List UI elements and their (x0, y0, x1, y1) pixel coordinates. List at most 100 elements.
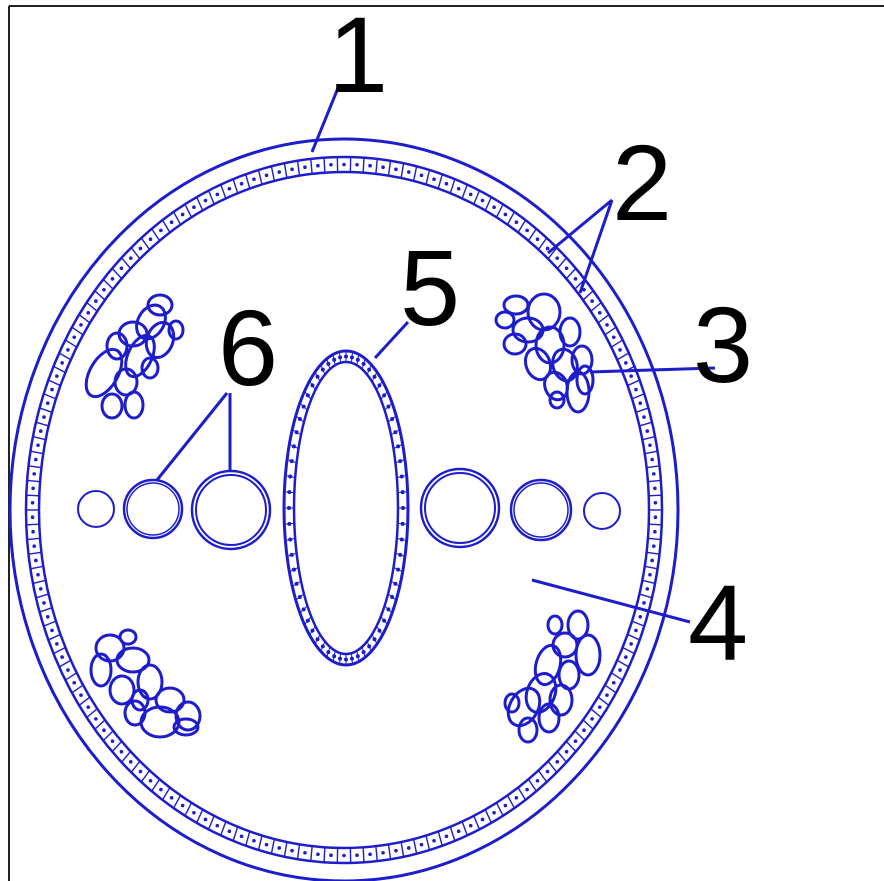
cavity-cell-wall (284, 492, 294, 493)
cavity-cell-wall (351, 352, 352, 363)
cell-wall (605, 327, 616, 335)
cell-nucleus (72, 681, 76, 685)
cell-nucleus (355, 853, 359, 857)
cell-nucleus (316, 164, 320, 168)
cell-nucleus (407, 846, 411, 850)
cell-wall (414, 166, 417, 181)
cell-wall (33, 437, 46, 440)
cell-wall (122, 258, 131, 269)
cavity-cell-wall (310, 381, 316, 390)
cell-nucleus (290, 168, 294, 172)
cell-nucleus (648, 573, 652, 577)
cell-wall (36, 594, 49, 598)
cell-wall (507, 795, 514, 808)
cluster-cell (96, 635, 124, 661)
cell-nucleus (492, 811, 496, 815)
cell-nucleus (290, 849, 294, 853)
cell-nucleus (86, 311, 90, 315)
cell-wall (131, 761, 140, 772)
cell-nucleus (120, 750, 124, 754)
leader-line-6a (157, 393, 227, 480)
cell-nucleus (368, 852, 372, 856)
cell-nucleus (39, 587, 43, 591)
outer-ring (10, 139, 678, 881)
cell-nucleus (50, 629, 54, 633)
inner-ring-outer-edge (26, 157, 662, 863)
cell-nucleus (39, 429, 43, 433)
cavity-cell-wall (398, 492, 408, 493)
cell-wall (233, 179, 238, 193)
cell-nucleus (252, 177, 256, 181)
cell-wall (636, 408, 648, 412)
cell-wall (87, 709, 98, 718)
cavity-cell-wall (385, 403, 392, 410)
cell-wall (648, 538, 661, 539)
cell-wall (59, 353, 71, 360)
cell-nucleus (457, 829, 461, 833)
cell-wall (112, 268, 121, 278)
cell-nucleus (355, 163, 359, 167)
cell-nucleus (34, 458, 38, 462)
cell-wall (221, 185, 226, 199)
cell-nucleus (216, 824, 220, 828)
cell-nucleus (34, 559, 38, 563)
label-6: 6 (218, 287, 278, 408)
cavity-cell-wall (388, 594, 396, 600)
cell-wall (258, 836, 261, 850)
cell-wall (271, 166, 274, 181)
cell-nucleus (31, 530, 35, 534)
cell-nucleus (216, 193, 220, 197)
cell-nucleus (228, 829, 232, 833)
cell-nucleus (94, 299, 98, 303)
cell-wall (65, 340, 76, 347)
cell-wall (401, 163, 403, 178)
cell-nucleus (111, 277, 115, 281)
cell-nucleus (618, 668, 622, 672)
cell-wall (141, 770, 149, 782)
cell-nucleus (204, 199, 208, 203)
cell-nucleus (79, 693, 83, 697)
cell-wall (40, 608, 52, 612)
cell-wall (450, 827, 455, 841)
cell-wall (209, 191, 215, 205)
cell-nucleus (650, 458, 654, 462)
cell-wall (617, 660, 629, 667)
cell-wall (79, 315, 90, 323)
cell-nucleus (648, 443, 652, 447)
cell-nucleus (111, 739, 115, 743)
cell-wall (246, 174, 250, 188)
cell-wall (485, 810, 491, 823)
cell-nucleus (86, 705, 90, 709)
cell-wall (221, 822, 226, 836)
cell-nucleus (192, 811, 196, 815)
inner-ring-inner-edge (39, 172, 649, 848)
cell-wall (557, 751, 566, 762)
cell-nucleus (653, 530, 657, 534)
cell-wall (284, 163, 286, 178)
cell-nucleus (525, 229, 529, 233)
cell-wall (639, 594, 652, 598)
cell-nucleus (102, 728, 106, 732)
cell-nucleus (94, 717, 98, 721)
cell-wall (605, 685, 616, 693)
cell-nucleus (420, 174, 424, 178)
cell-nucleus (31, 487, 35, 491)
cell-nucleus (79, 323, 83, 327)
cell-nucleus (469, 824, 473, 828)
cell-nucleus (653, 487, 657, 491)
cell-nucleus (329, 163, 333, 167)
cell-nucleus (42, 415, 46, 419)
cell-nucleus (149, 237, 153, 241)
cell-wall (131, 248, 140, 259)
cell-wall (174, 795, 181, 808)
cavity-cell-wall (340, 352, 341, 363)
cell-nucleus (612, 335, 616, 339)
cavity-cell-wall (377, 381, 383, 390)
cell-wall (598, 697, 609, 705)
cell-nucleus (481, 199, 485, 203)
cell-nucleus (650, 559, 654, 563)
cell-nucleus (303, 165, 307, 169)
cell-nucleus (445, 182, 449, 186)
cell-wall (575, 731, 585, 741)
